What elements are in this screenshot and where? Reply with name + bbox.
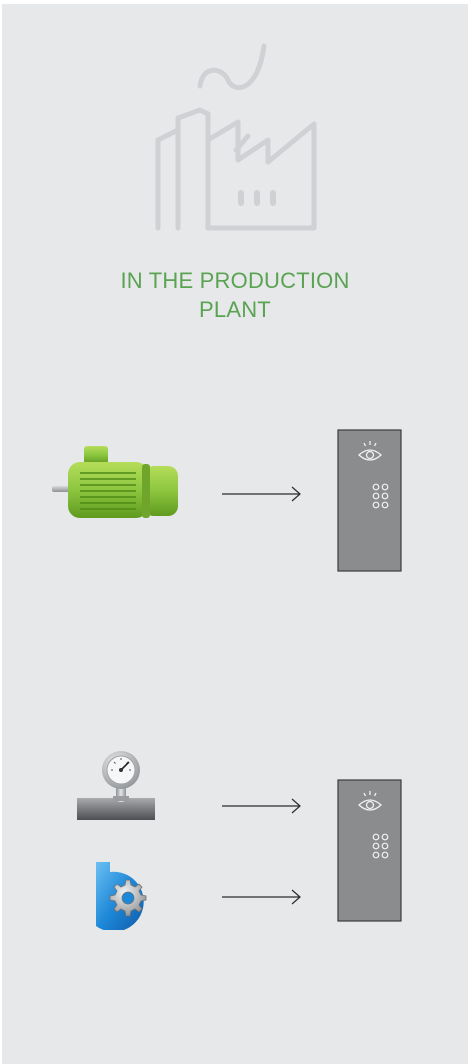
- right-arrow-icon: [220, 484, 304, 504]
- pump-gear-icon: [92, 858, 158, 930]
- section-heading: IN THE PRODUCTION PLANT: [0, 266, 470, 324]
- electric-motor-icon: [50, 442, 182, 522]
- control-cabinet-icon: [337, 429, 403, 573]
- right-arrow-icon: [220, 887, 304, 907]
- heading-line-2: PLANT: [0, 295, 470, 324]
- right-arrow-icon: [220, 796, 304, 816]
- pressure-gauge-icon: [74, 748, 158, 824]
- factory-icon: [148, 40, 324, 240]
- control-cabinet-icon: [337, 779, 403, 923]
- heading-line-1: IN THE PRODUCTION: [0, 266, 470, 295]
